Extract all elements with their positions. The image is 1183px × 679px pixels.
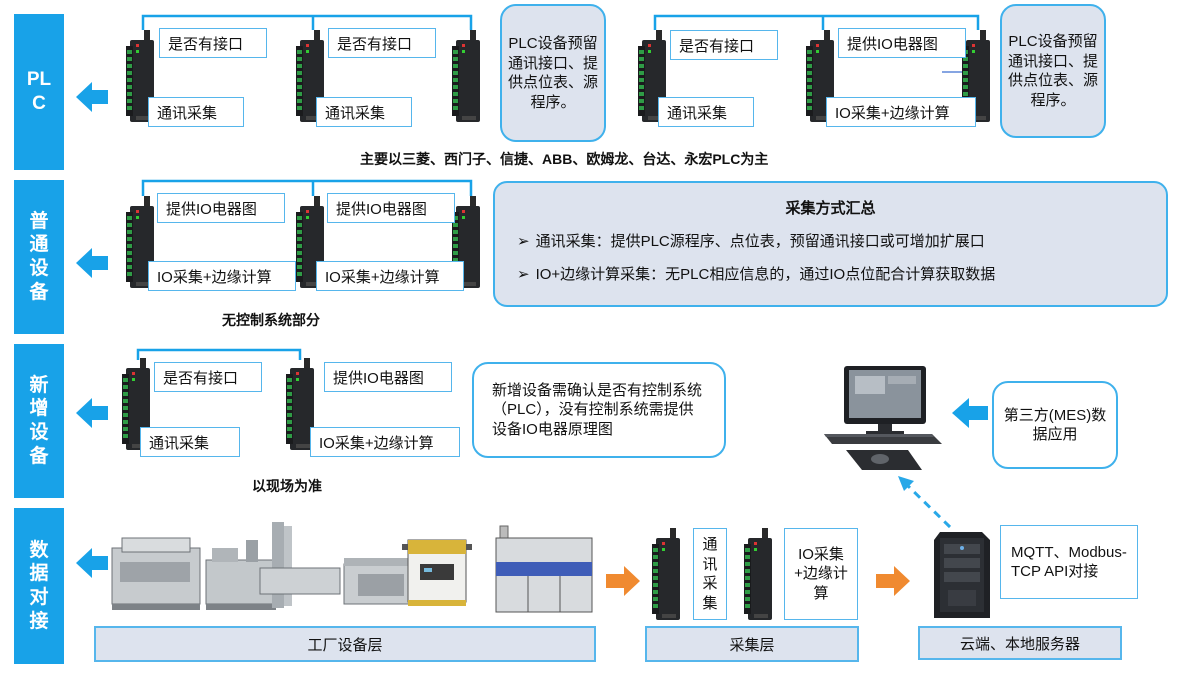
general-caption: 无控制系统部分 [222, 312, 320, 328]
comm-collect-vertical-text: 通讯采集 [702, 536, 718, 612]
label-has-interface: 是否有接口 [159, 28, 267, 58]
label-has-interface: 是否有接口 [670, 30, 778, 60]
io-module-icon [652, 528, 680, 620]
label-text: 提供IO电器图 [333, 369, 424, 387]
cloud-layer-bar: 云端、本地服务器 [918, 626, 1122, 660]
label-text: 通讯采集 [667, 104, 728, 122]
summary-title: 采集方式汇总 [785, 200, 876, 217]
label-provide-io: 提供IO电器图 [327, 193, 455, 223]
collect-layer-label: 采集层 [729, 636, 775, 654]
plc-caption: 主要以三菱、西门子、信捷、ABB、欧姆龙、台达、永宏PLC为主 [360, 151, 769, 167]
label-text: 通讯采集 [149, 434, 210, 452]
left-arrow-icon [76, 82, 108, 112]
label-comm-collect: 通讯采集 [148, 97, 244, 127]
computer-icon [824, 366, 942, 470]
bullet-icon: ➢ [517, 266, 530, 283]
summary-item: ➢ 通讯采集：提供PLC源程序、点位表，预留通讯接口或可增加扩展口 [517, 230, 1144, 251]
label-comm-collect: 通讯采集 [140, 427, 240, 457]
label-text: 通讯采集 [325, 104, 386, 122]
label-text: 是否有接口 [163, 369, 239, 387]
label-text: 是否有接口 [679, 37, 755, 55]
label-text: 是否有接口 [168, 35, 244, 53]
io-module-icon [744, 528, 772, 620]
left-arrow-icon [76, 248, 108, 278]
category-general-label: 普通设备 [29, 210, 49, 303]
category-plc-label: PLC [26, 69, 52, 114]
label-has-interface: 是否有接口 [154, 362, 262, 392]
factory-layer-label: 工厂设备层 [307, 636, 383, 654]
category-general: 普通设备 [14, 180, 64, 334]
third-party-text: 第三方(MES)数据应用 [1003, 406, 1107, 444]
left-arrow-icon [952, 398, 988, 428]
category-new-label: 新增设备 [29, 374, 49, 467]
label-text: 通讯采集 [157, 104, 218, 122]
label-provide-io: 提供IO电器图 [324, 362, 452, 392]
new-device-note: 新增设备需确认是否有控制系统（PLC），没有控制系统需提供设备IO电器原理图 [472, 362, 726, 458]
io-collect-vertical: IO采集+边缘计算 [784, 528, 858, 620]
left-arrow-icon [76, 398, 108, 428]
label-comm-collect: 通讯采集 [658, 97, 754, 127]
category-plc: PLC [14, 14, 64, 170]
comm-collect-vertical: 通讯采集 [693, 528, 727, 620]
label-text: IO采集+边缘计算 [319, 434, 434, 452]
category-dock: 数据对接 [14, 508, 64, 664]
summary-item-text: 通讯采集：提供PLC源程序、点位表，预留通讯接口或可增加扩展口 [535, 233, 985, 250]
label-text: IO采集+边缘计算 [325, 268, 440, 286]
label-io-edge: IO采集+边缘计算 [310, 427, 460, 457]
label-io-edge: IO采集+边缘计算 [826, 97, 976, 127]
label-io-edge: IO采集+边缘计算 [316, 261, 464, 291]
new-caption: 以现场为准 [252, 478, 322, 494]
api-text: MQTT、Modbus-TCP API对接 [1011, 543, 1127, 581]
category-new: 新增设备 [14, 344, 64, 498]
label-provide-io: 提供IO电器图 [157, 193, 285, 223]
summary-box: 采集方式汇总 ➢通讯采集：提供PLC源程序、点位表，预留通讯接口或可增加扩展口 … [493, 181, 1168, 307]
label-has-interface: 是否有接口 [328, 28, 436, 58]
bullet-icon: ➢ [517, 233, 530, 250]
api-box: MQTT、Modbus-TCP API对接 [1000, 525, 1138, 599]
label-io-edge: IO采集+边缘计算 [148, 261, 296, 291]
label-text: 提供IO电器图 [166, 200, 257, 218]
third-party-bubble: 第三方(MES)数据应用 [992, 381, 1118, 469]
right-arrow-icon [606, 566, 640, 596]
plc-note-text: PLC设备预留通讯接口、提供点位表、源程序。 [508, 35, 599, 111]
new-device-note-text: 新增设备需确认是否有控制系统（PLC），没有控制系统需提供设备IO电器原理图 [492, 381, 703, 438]
label-text: 提供IO电器图 [847, 35, 938, 53]
factory-equipment-image [111, 522, 593, 613]
io-module-icon [286, 358, 314, 450]
label-text: 提供IO电器图 [336, 200, 427, 218]
label-comm-collect: 通讯采集 [316, 97, 412, 127]
summary-item-text: IO+边缘计算采集：无PLC相应信息的，通过IO点位配合计算获取数据 [535, 266, 996, 283]
collect-layer-bar: 采集层 [645, 626, 859, 662]
label-text: IO采集+边缘计算 [835, 104, 950, 122]
summary-item: ➢ IO+边缘计算采集：无PLC相应信息的，通过IO点位配合计算获取数据 [517, 263, 1144, 284]
plc-note-bubble: PLC设备预留通讯接口、提供点位表、源程序。 [1000, 4, 1106, 138]
server-icon [934, 532, 990, 618]
label-text: 是否有接口 [337, 35, 413, 53]
io-collect-vertical-text: IO采集+边缘计算 [794, 545, 848, 602]
label-text: IO采集+边缘计算 [157, 268, 272, 286]
plc-note-bubble: PLC设备预留通讯接口、提供点位表、源程序。 [500, 4, 606, 142]
right-arrow-icon [876, 566, 910, 596]
io-module-icon [452, 30, 480, 122]
factory-layer-bar: 工厂设备层 [94, 626, 596, 662]
category-dock-label: 数据对接 [29, 539, 49, 632]
label-provide-io: 提供IO电器图 [838, 28, 966, 58]
cloud-layer-label: 云端、本地服务器 [959, 635, 1080, 653]
plc-note-text: PLC设备预留通讯接口、提供点位表、源程序。 [1008, 33, 1099, 109]
left-arrow-icon [76, 548, 108, 578]
